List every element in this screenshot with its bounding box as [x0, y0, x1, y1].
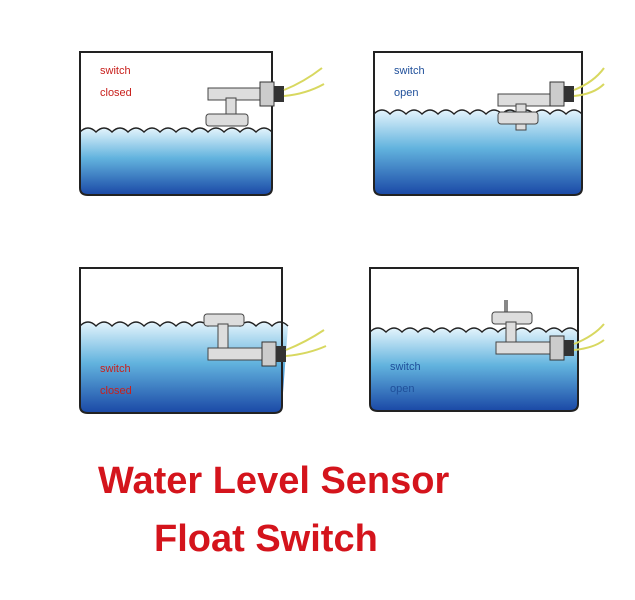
- tank-diagram: [79, 51, 325, 196]
- state-label: open: [394, 87, 419, 99]
- tank-panel-closed-low: switch closed: [78, 266, 338, 418]
- tank-diagram: [369, 267, 605, 412]
- tank-panel-open-high: switch open: [372, 50, 632, 200]
- state-label: open: [390, 383, 415, 395]
- title-line-2: Float Switch: [154, 518, 378, 560]
- tank-panel-open-low: switch open: [368, 266, 628, 416]
- switch-label: switch: [394, 65, 425, 77]
- tank-diagram: [373, 51, 605, 196]
- switch-label: switch: [100, 65, 131, 77]
- tank-diagram: [79, 267, 327, 414]
- switch-label: switch: [390, 361, 421, 373]
- switch-label: switch: [100, 363, 131, 375]
- title-line-1: Water Level Sensor: [98, 460, 450, 502]
- tank-panel-closed-high: switch closed: [78, 50, 338, 200]
- state-label: closed: [100, 385, 132, 397]
- state-label: closed: [100, 87, 132, 99]
